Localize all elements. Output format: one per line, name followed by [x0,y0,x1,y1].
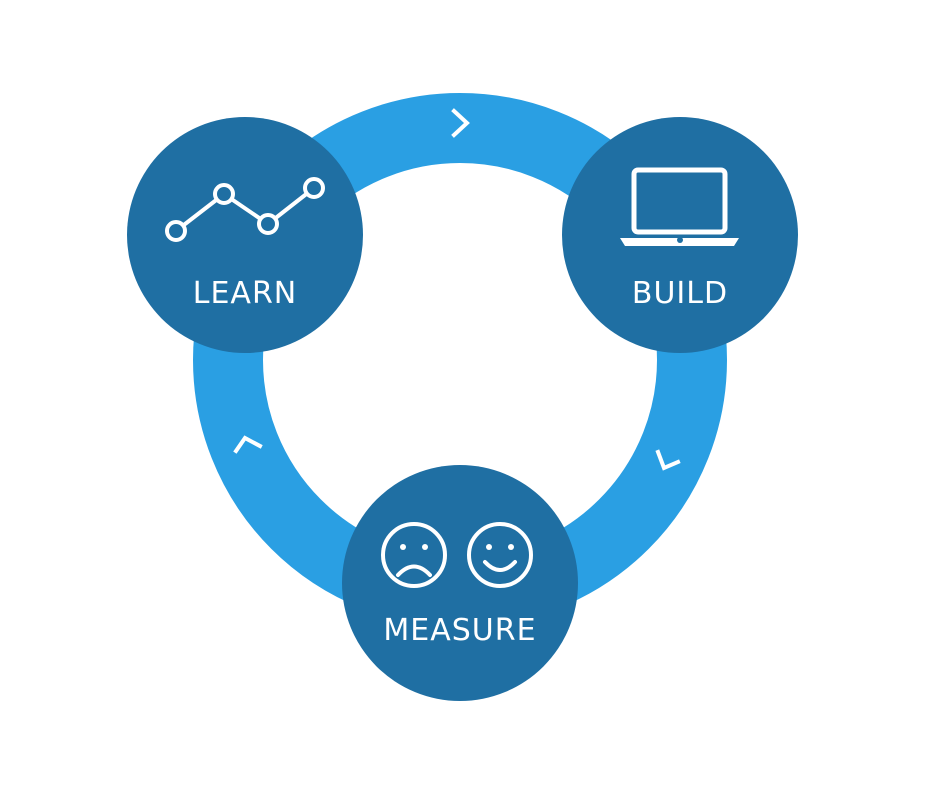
happy-face-icon [467,522,533,588]
measure-label: MEASURE [383,613,536,648]
learn-label: LEARN [193,276,297,311]
build-label: BUILD [632,276,728,311]
line-chart-icon [165,177,325,242]
sad-face-icon [381,522,447,588]
laptop-icon [620,167,739,246]
build-node: BUILD [562,117,798,353]
chevron-right-icon [451,108,470,138]
measure-node: MEASURE [342,465,578,701]
chevron-down-icon [655,449,681,471]
learn-node: LEARN [127,117,363,353]
chevron-up-icon [233,435,263,454]
